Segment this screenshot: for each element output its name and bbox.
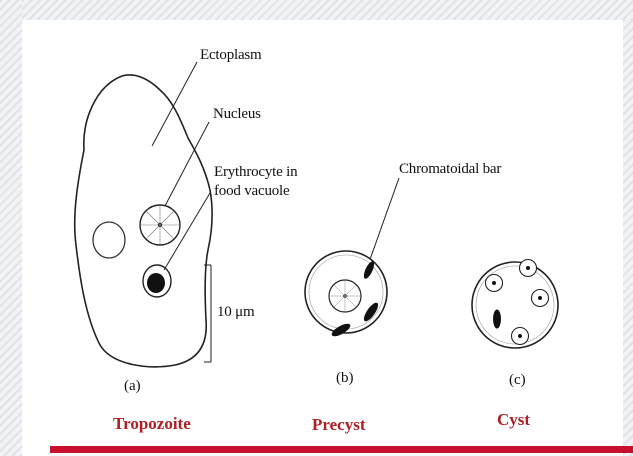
trophozoite-nucleus [140, 205, 180, 245]
leader-chromatoidal [368, 178, 399, 265]
label-erythrocyte-line1: Erythrocyte in [214, 164, 297, 181]
caption-trophozoite: Tropozoite [113, 414, 191, 434]
panel-letter-c: (c) [509, 372, 526, 389]
label-chromatoidal-bar: Chromatoidal bar [399, 161, 501, 178]
label-scale: 10 μm [217, 304, 254, 321]
erythrocyte-food-vacuole [143, 265, 171, 297]
label-ectoplasm: Ectoplasm [200, 47, 262, 64]
caption-precyst: Precyst [312, 415, 366, 435]
caption-cyst: Cyst [497, 410, 530, 430]
cyst-cell [472, 260, 558, 349]
cyst-nucleus-1 [486, 275, 503, 292]
panel-letter-b: (b) [336, 370, 354, 387]
cyst-chromatoidal-bar [493, 310, 501, 329]
cyst-nucleus-4 [512, 328, 529, 345]
contractile-vacuole [93, 222, 125, 258]
label-nucleus: Nucleus [213, 106, 261, 123]
precyst-nucleus [329, 280, 361, 312]
accent-bar [50, 446, 633, 453]
panel-letter-a: (a) [124, 378, 141, 395]
cyst-nucleus-2 [520, 260, 537, 277]
precyst-cell [305, 251, 387, 339]
label-erythrocyte-line2: food vacuole [214, 183, 290, 200]
cyst-nucleus-3 [532, 290, 549, 307]
